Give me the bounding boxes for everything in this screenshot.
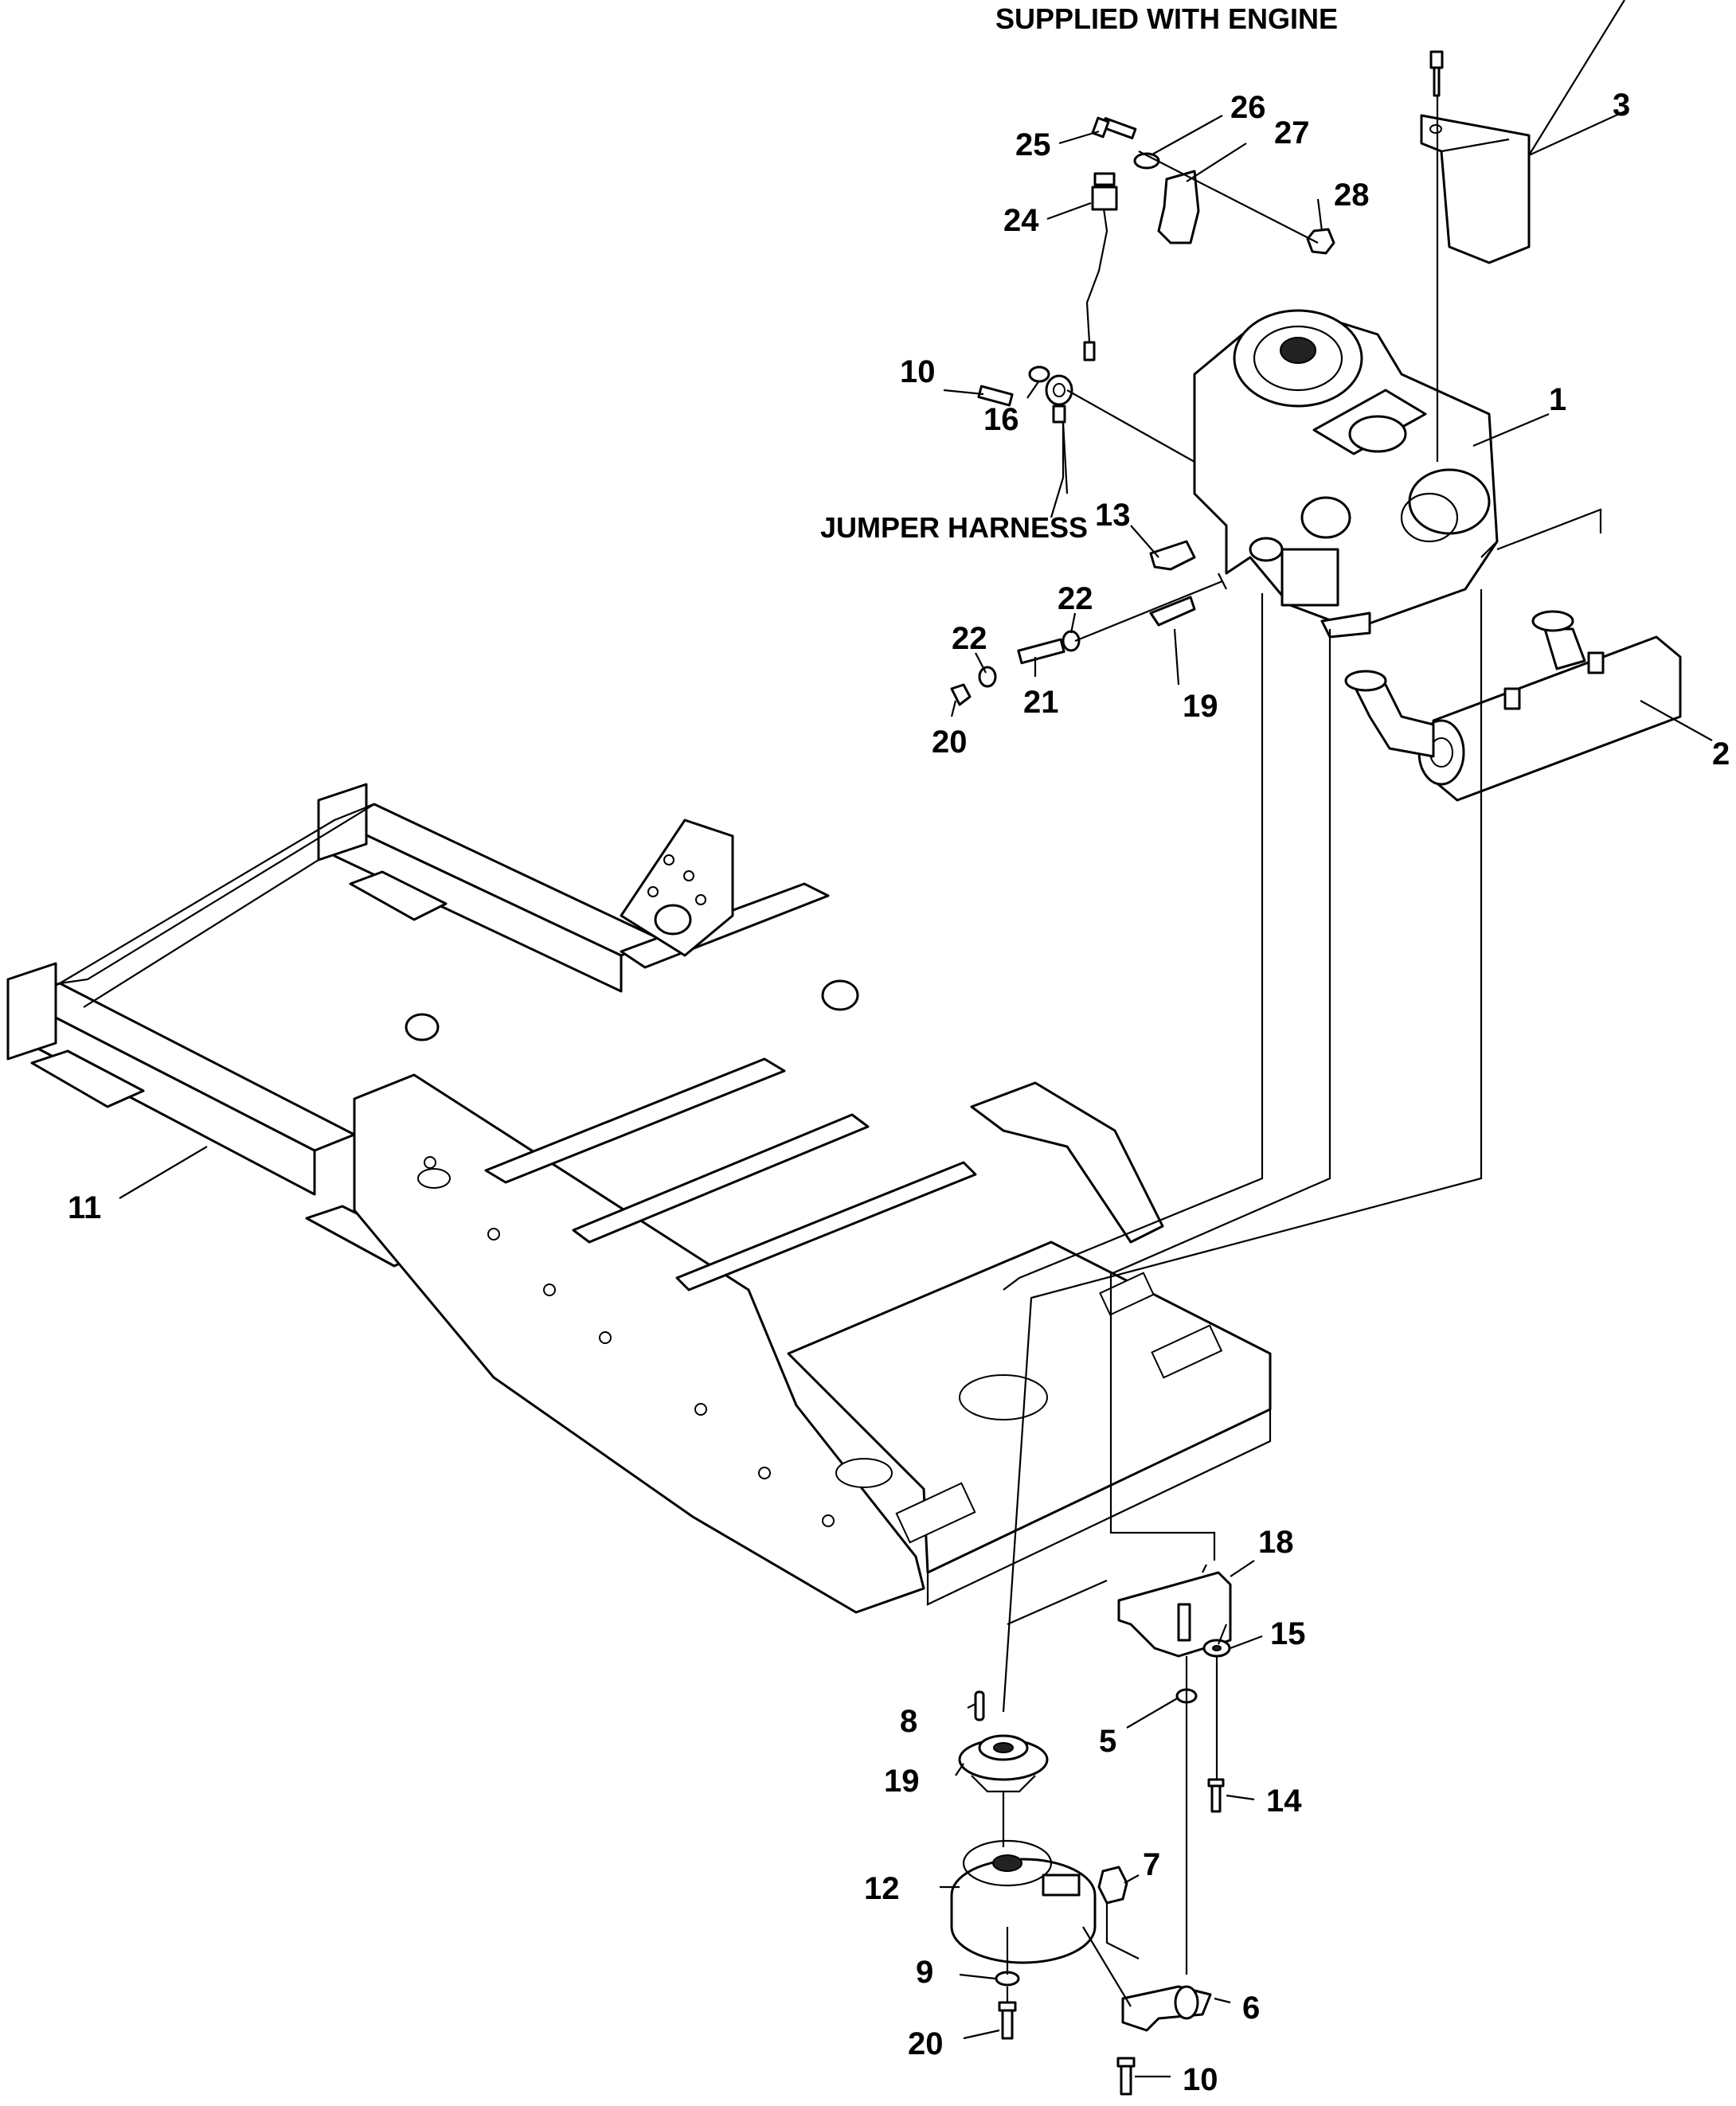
callout-9: 9 (916, 1955, 933, 1990)
spacer-and-washer (1175, 1639, 1231, 1813)
pulley (958, 1734, 1049, 1793)
callout-10-top: 10 (900, 354, 936, 389)
callout-8: 8 (900, 1704, 917, 1739)
callout-22-right: 22 (1058, 581, 1093, 616)
callout-19-bottom: 19 (884, 1764, 920, 1799)
supplied-with-engine-note: SUPPLIED WITH ENGINE (995, 2, 1338, 35)
callout-25: 25 (1015, 127, 1051, 162)
p-clamp (1149, 540, 1196, 571)
callout-22-left: 22 (952, 621, 987, 656)
callout-11: 11 (68, 1190, 101, 1225)
fuel-line-parts (950, 596, 1196, 706)
callout-leaders (119, 0, 1713, 2078)
callout-20-top: 20 (932, 725, 968, 760)
callout-20-bottom: 20 (908, 2026, 944, 2061)
pto-clutch (950, 1839, 1097, 1964)
flange-nut (1306, 228, 1335, 255)
callout-12: 12 (864, 1871, 900, 1906)
callout-6: 6 (1242, 1991, 1260, 2026)
nut (1097, 1866, 1128, 1905)
explode-lines (1002, 96, 1602, 2007)
dipstick-tube (1083, 172, 1118, 361)
callout-27: 27 (1274, 115, 1310, 150)
washer-and-bolt (995, 1971, 1020, 2040)
key (974, 1690, 985, 1721)
engine-bolt (1429, 50, 1444, 97)
callout-1: 1 (1549, 382, 1566, 417)
callout-5: 5 (1099, 1724, 1116, 1759)
jumper-harness-note: JUMPER HARNESS (820, 511, 1088, 544)
angle-bracket (1117, 1571, 1232, 1658)
callout-26: 26 (1230, 90, 1266, 125)
callout-3: 3 (1613, 88, 1630, 123)
bracket-bolt (1091, 116, 1137, 139)
callout-7: 7 (1143, 1847, 1160, 1882)
cable-bracket (1157, 170, 1200, 244)
engine (1193, 309, 1499, 639)
callout-18: 18 (1258, 1525, 1294, 1560)
callout-28: 28 (1334, 178, 1370, 213)
callout-19-top: 19 (1183, 689, 1218, 724)
callout-15: 15 (1270, 1616, 1306, 1651)
callout-21: 21 (1023, 685, 1059, 720)
clutch-bracket (1116, 1985, 1212, 2096)
callout-2: 2 (1712, 737, 1730, 772)
callout-14: 14 (1266, 1784, 1302, 1819)
callout-10-bottom: 10 (1183, 2062, 1218, 2097)
chassis-frame (6, 783, 1272, 1614)
muffler (1344, 610, 1682, 802)
callout-13: 13 (1095, 498, 1131, 533)
callout-24: 24 (1003, 203, 1039, 238)
harness-bolt-washer (977, 365, 1073, 424)
callout-16: 16 (983, 402, 1019, 437)
